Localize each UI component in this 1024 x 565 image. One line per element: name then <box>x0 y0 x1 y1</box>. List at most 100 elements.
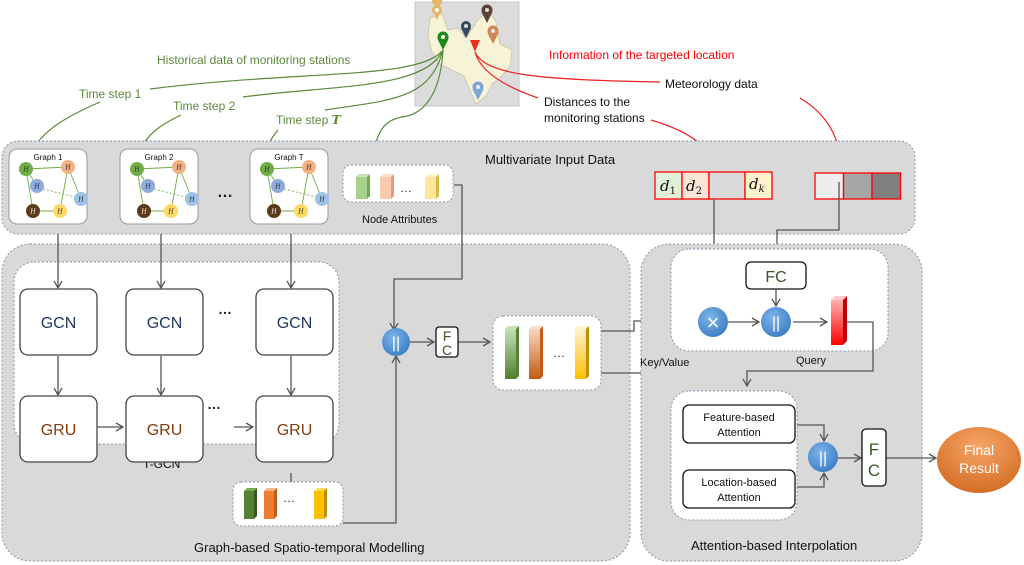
svg-text:FC: FC <box>765 269 786 286</box>
graph-node <box>260 162 274 176</box>
svg-text:Attention: Attention <box>717 427 760 439</box>
graph-node <box>19 162 33 176</box>
distances-label-line1: Distances to the <box>544 95 630 109</box>
multivariate-input-panel <box>1 140 916 235</box>
node-attributes-box: … <box>342 164 454 203</box>
targeted-location-label: Information of the targeted location <box>549 48 734 62</box>
final-result-line2: Result <box>959 460 999 476</box>
distance-dk-text: dk <box>749 175 765 195</box>
graph-node <box>26 204 40 218</box>
distance-cell-1 <box>654 171 683 200</box>
graph-label: Graph T <box>274 153 303 162</box>
fc-layer-1: F C <box>435 326 459 358</box>
svg-text:H: H <box>305 165 312 172</box>
graph-panel-title: Graph-based Spatio-temporal Modelling <box>194 540 425 555</box>
svg-text:F: F <box>443 328 452 344</box>
svg-text:H: H <box>144 184 151 191</box>
concat-operator-1: || <box>382 328 410 356</box>
query-vector-bar <box>831 296 847 345</box>
attention-connectors <box>728 289 938 488</box>
graph-node <box>271 179 285 193</box>
gru-block-2: GRU <box>125 395 204 463</box>
svg-text:GRU: GRU <box>147 422 183 439</box>
svg-text:H: H <box>270 209 277 216</box>
svg-text:||: || <box>772 315 780 332</box>
distance-vector: d1 d2 dk <box>654 171 773 200</box>
gcn-ellipsis: … <box>218 301 232 317</box>
tgcn-bar-green <box>244 488 257 519</box>
graph-node <box>74 192 88 206</box>
svg-text:H: H <box>167 209 174 216</box>
svg-text:C: C <box>868 461 880 480</box>
feature-attention-box: Feature-based Attention <box>682 404 796 444</box>
graph-node <box>302 160 316 174</box>
fc-layer-query: FC <box>745 261 807 290</box>
svg-text:F: F <box>869 440 879 459</box>
svg-text:GCN: GCN <box>147 315 183 332</box>
svg-text:Feature-based: Feature-based <box>703 412 775 424</box>
svg-text:H: H <box>133 167 140 174</box>
distance-cell-k <box>744 171 773 200</box>
tgcn-ellipsis: … <box>283 491 295 505</box>
graph-node <box>30 179 44 193</box>
svg-text:||: || <box>392 335 400 352</box>
graph-node <box>172 160 186 174</box>
attr-bar-yellow <box>425 174 439 199</box>
station-pin-green <box>437 31 449 50</box>
graph-label: Graph 1 <box>34 153 63 162</box>
svg-text:H: H <box>22 167 29 174</box>
gru-ellipsis: … <box>207 396 221 412</box>
svg-text:H: H <box>318 197 325 204</box>
station-pin-light-blue <box>472 81 484 100</box>
svg-text:×: × <box>707 310 720 335</box>
svg-text:H: H <box>29 209 36 216</box>
station-pin-tan <box>487 25 499 44</box>
time-step-1-label: Time step 1 <box>79 87 142 101</box>
map-thumbnail <box>414 0 520 107</box>
embedding-ellipsis: … <box>553 346 565 360</box>
meteorology-cell <box>871 172 902 200</box>
node-attributes-label: Node Attributes <box>362 214 438 226</box>
final-result-line1: Final <box>964 442 994 458</box>
svg-text:GCN: GCN <box>41 315 77 332</box>
distance-d2-text: d2 <box>686 177 702 197</box>
gcn-block-2: GCN <box>125 288 204 356</box>
svg-text:H: H <box>175 165 182 172</box>
svg-text:H: H <box>297 209 304 216</box>
tgcn-bar-orange <box>264 488 277 519</box>
station-pin-dark-blue <box>461 21 471 38</box>
tgcn-bar-yellow <box>314 488 327 519</box>
svg-text:H: H <box>56 209 63 216</box>
gcn-block-1: GCN <box>19 288 98 356</box>
graph-node <box>294 204 308 218</box>
svg-text:GRU: GRU <box>41 422 77 439</box>
svg-text:GRU: GRU <box>277 422 313 439</box>
svg-text:H: H <box>263 167 270 174</box>
svg-text:||: || <box>819 450 827 467</box>
station-pin-brown <box>481 4 493 23</box>
svg-text:Attention: Attention <box>717 492 760 504</box>
fc-layer-final: F C <box>861 428 887 487</box>
embedding-bar-yellow <box>575 326 589 379</box>
graph-node <box>164 204 178 218</box>
graph-ellipsis: … <box>217 184 233 201</box>
station-pin-yellow <box>432 0 443 20</box>
svg-text:H: H <box>64 165 71 172</box>
location-attention-box: Location-based Attention <box>682 469 796 509</box>
historical-data-label: Historical data of monitoring stations <box>157 53 350 67</box>
embedding-bar-orange <box>529 326 543 379</box>
graph-node <box>53 204 67 218</box>
graph-node <box>141 179 155 193</box>
target-location-marker <box>470 40 480 52</box>
concat-operator-3: || <box>808 442 838 472</box>
query-label: Query <box>796 355 826 367</box>
svg-text:H: H <box>274 184 281 191</box>
gru-block-1: GRU <box>19 395 98 463</box>
time-step-t-label: Time step T <box>276 113 342 127</box>
attr-ellipsis: … <box>400 181 412 195</box>
distance-cell-empty <box>708 171 746 200</box>
attention-panel-title: Attention-based Interpolation <box>691 538 857 553</box>
